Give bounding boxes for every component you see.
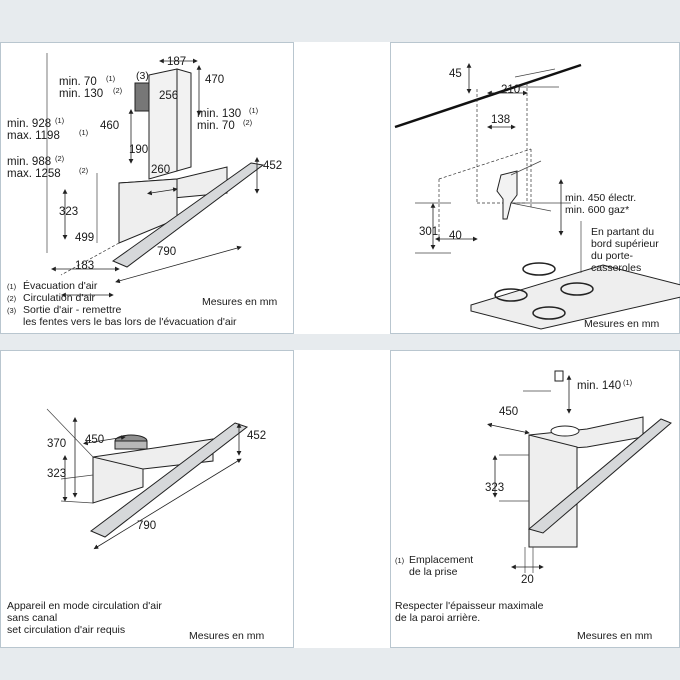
units-label: Mesures en mm	[202, 296, 278, 308]
burner-1	[522, 262, 556, 276]
dim-min-140: min. 140	[577, 380, 621, 392]
caption-line-1: Respecter l'épaisseur maximale	[395, 600, 544, 612]
middle-band	[0, 334, 680, 350]
notes-list: (1) Évacuation d'air (2) Circulation d'a…	[7, 279, 237, 328]
reference-caption: En partant du bord supérieur du porte- c…	[591, 226, 659, 274]
panel-recirculation: 370 450 452 323 790 Appareil en mode cir…	[0, 350, 294, 648]
wall-caption: Respecter l'épaisseur maximale de la par…	[395, 600, 544, 624]
dim-323: 323	[485, 482, 504, 494]
socket-symbol	[554, 370, 564, 382]
sup-1: (1)	[623, 378, 633, 387]
caption-line-2: sans canal	[7, 612, 57, 624]
cooktop-surface	[470, 264, 680, 330]
dim-790: 790	[157, 246, 176, 258]
hood-full-drawing: 187 470 256 (3) min. 70 (1) min. 130 (2)…	[7, 53, 282, 328]
note-line-2: de la prise	[409, 566, 458, 578]
dim-370: 370	[47, 438, 66, 450]
air-outlet-grille	[134, 82, 150, 112]
sup-2-b: (2)	[243, 118, 253, 127]
mount-bracket	[496, 170, 518, 220]
units-label: Mesures en mm	[189, 630, 265, 642]
dim-190: 190	[129, 144, 148, 156]
dim-256: 256	[159, 90, 178, 102]
caption-line-3: set circulation d'air requis	[7, 624, 125, 636]
dim-187: 187	[167, 56, 186, 68]
socket-note: (1) Emplacement de la prise	[395, 554, 473, 578]
sup-2-c: (2)	[55, 154, 65, 163]
panel-outlet-location: min. 140 (1) 450 323 20 (1) Emplacement …	[390, 350, 680, 648]
note-mark: (1)	[395, 556, 405, 565]
outlet-location-drawing: min. 140 (1) 450 323 20 (1) Emplacement …	[395, 370, 672, 642]
dim-max-1258: max. 1258	[7, 168, 61, 180]
dim-450: 450	[85, 434, 104, 446]
dim-45: 45	[449, 68, 462, 80]
dim-138: 138	[491, 114, 510, 126]
sup-2-d: (2)	[79, 166, 89, 175]
dim-452: 452	[263, 160, 282, 172]
caption-line-2: de la paroi arrière.	[395, 612, 480, 624]
panel-wall-mounting: 45 210 138 301 40 min. 450 électr. min. …	[390, 42, 680, 334]
note-mark-1: (1)	[7, 282, 17, 291]
wall-mounting-drawing: 45 210 138 301 40 min. 450 électr. min. …	[394, 63, 680, 330]
note-text-1: Évacuation d'air	[23, 279, 98, 292]
dim-460: 460	[100, 120, 119, 132]
dim-323: 323	[47, 468, 66, 480]
burner-3	[494, 288, 528, 302]
dim-max-1198: max. 1198	[7, 130, 60, 142]
caption-line-3: du porte-	[591, 250, 634, 262]
caption-line-2: bord supérieur	[591, 238, 659, 250]
sup-1-d: (1)	[79, 128, 89, 137]
note-text-3: Sortie d'air - remettre	[23, 304, 121, 316]
dim-210: 210	[501, 84, 520, 96]
dim-min-130-b: min. 130	[197, 108, 241, 120]
burner-4	[532, 306, 566, 320]
dim-min-130-a: min. 130	[59, 88, 103, 100]
fig-ref-3: (3)	[136, 70, 149, 82]
outlet-ring	[550, 425, 580, 437]
min-600-gas: min. 600 gaz*	[565, 204, 629, 216]
glass-panel	[527, 418, 672, 534]
dim-40: 40	[449, 230, 462, 242]
dim-20: 20	[521, 574, 534, 586]
recirculation-drawing: 370 450 452 323 790 Appareil en mode cir…	[7, 408, 266, 642]
dim-452: 452	[247, 430, 266, 442]
sup-1-a: (1)	[106, 74, 116, 83]
note-mark-2: (2)	[7, 294, 17, 303]
min-450-electric: min. 450 électr.	[565, 192, 636, 204]
dim-min-928: min. 928	[7, 118, 51, 130]
recirc-filter-body	[114, 440, 148, 450]
dim-301: 301	[419, 226, 438, 238]
note-mark-3: (3)	[7, 306, 17, 315]
dim-450: 450	[499, 406, 518, 418]
units-label: Mesures en mm	[584, 318, 660, 330]
dim-260: 260	[151, 164, 170, 176]
units-label: Mesures en mm	[577, 630, 653, 642]
note-line-1: Emplacement	[409, 554, 473, 566]
top-band	[0, 0, 680, 42]
sup-2-a: (2)	[113, 86, 123, 95]
bottom-band	[0, 648, 680, 680]
dim-min-70-a: min. 70	[59, 76, 97, 88]
caption-line-4: casseroles	[591, 262, 641, 274]
note-text-2: Circulation d'air	[23, 292, 96, 304]
sup-1-b: (1)	[249, 106, 259, 115]
caption-line-1: Appareil en mode circulation d'air	[7, 600, 162, 612]
caption-line-1: En partant du	[591, 226, 654, 238]
note-text-3-cont: les fentes vers le bas lors de l'évacuat…	[23, 316, 237, 328]
panel-dimensions-full: 187 470 256 (3) min. 70 (1) min. 130 (2)…	[0, 42, 294, 334]
dim-min-70-b: min. 70	[197, 120, 235, 132]
chimney-side	[176, 68, 192, 172]
dim-470: 470	[205, 74, 224, 86]
sup-1-c: (1)	[55, 116, 65, 125]
dim-499: 499	[75, 232, 94, 244]
dim-790: 790	[137, 520, 156, 532]
burner-2	[560, 282, 594, 296]
chimney-shape	[148, 68, 178, 180]
dim-min-988: min. 988	[7, 156, 51, 168]
dim-323: 323	[59, 206, 78, 218]
dim-183: 183	[75, 260, 94, 272]
mode-caption: Appareil en mode circulation d'air sans …	[7, 600, 162, 636]
